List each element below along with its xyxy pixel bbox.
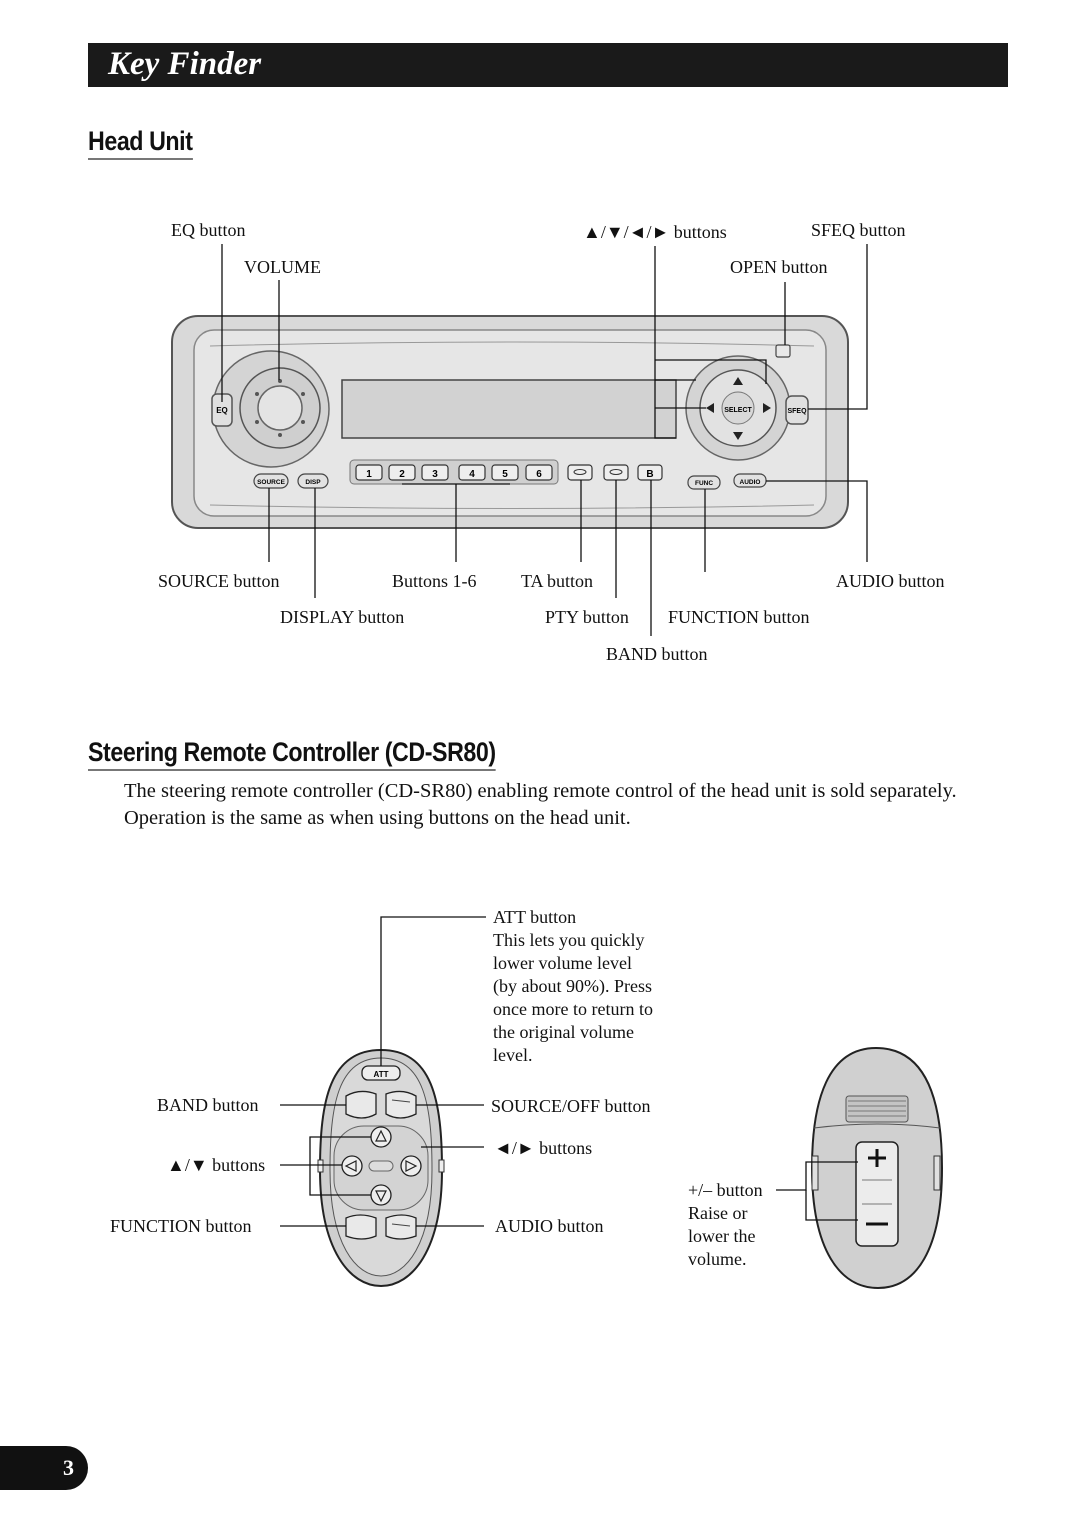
remote-up-arrow-icon [375, 1129, 387, 1142]
function-button-label: FUNCTION button [668, 607, 810, 627]
ta-button-label: TA button [521, 571, 594, 591]
remote-body [318, 1048, 444, 1288]
audio-button-text: AUDIO [740, 479, 761, 486]
head-unit-faceplate [193, 329, 827, 517]
eq-button-label: EQ button [171, 220, 246, 240]
page-number-tab: 3 [0, 1446, 88, 1490]
remote-audio-button [385, 1214, 417, 1240]
preset-4-text: 4 [469, 469, 475, 480]
steering-remote-description: The steering remote controller (CD-SR80)… [124, 780, 957, 829]
func-button-text: FUNC [695, 480, 713, 487]
remote-leftright-label: ◄/► buttons [494, 1138, 593, 1158]
select-joystick [699, 369, 777, 447]
band-button-text: B [646, 469, 653, 480]
source-button [253, 473, 289, 489]
select-text: SELECT [724, 407, 752, 414]
remote-function-label: FUNCTION button [110, 1216, 252, 1236]
remote-updown-label: ▲/▼ buttons [167, 1155, 266, 1175]
disp-button [297, 473, 329, 489]
volume-knob-ring [212, 350, 330, 468]
sfeq-button-text: SFEQ [787, 408, 807, 415]
arrow-buttons-label: ▲/▼/◄/► buttons [583, 222, 727, 242]
band-button-label: BAND button [606, 644, 708, 664]
att-button [361, 1065, 401, 1081]
eq-button [211, 393, 233, 427]
att-button-text: ATT [374, 1070, 389, 1079]
remote-left-button [341, 1155, 363, 1177]
remote-band-button [345, 1090, 377, 1119]
display-button-label: DISPLAY button [280, 607, 405, 627]
pty-button [603, 464, 629, 481]
remote-up-button [370, 1126, 392, 1148]
att-desc-line-1: This lets you quickly [493, 930, 645, 950]
open-button-label: OPEN button [730, 257, 828, 277]
head-unit-heading: Head Unit [88, 126, 193, 160]
remote-source-off-label: SOURCE/OFF button [491, 1096, 651, 1116]
up-arrow-icon [733, 377, 743, 385]
audio-button [733, 473, 767, 488]
band-button [637, 464, 663, 481]
page-title-bar: Key Finder [88, 43, 1008, 87]
down-arrow-icon [733, 432, 743, 440]
att-desc-line-4: once more to return to [493, 999, 653, 1019]
remote-band-button-label: BAND button [157, 1095, 259, 1115]
preset-buttons: 1 2 3 4 5 6 [355, 464, 553, 481]
remote-plus-minus-button [855, 1141, 899, 1247]
remote-down-arrow-icon [375, 1190, 387, 1203]
func-button [687, 475, 721, 490]
buttons-1-6-label: Buttons 1-6 [392, 571, 477, 591]
sfeq-button-label: SFEQ button [811, 220, 906, 240]
volume-label: VOLUME [244, 257, 321, 277]
att-desc-line-2: lower volume level [493, 953, 632, 973]
att-button-label: ATT button [493, 907, 577, 927]
plus-minus-desc-1: Raise or [688, 1203, 748, 1223]
volume-knob [257, 385, 303, 431]
remote-audio-label: AUDIO button [495, 1216, 604, 1236]
preset-1-text: 1 [366, 469, 372, 480]
att-desc-line-6: level. [493, 1045, 533, 1065]
pty-button-label: PTY button [545, 607, 629, 627]
page-number: 3 [63, 1455, 74, 1480]
remote-function-button [345, 1214, 377, 1240]
att-desc-line-3: (by about 90%). Press [493, 976, 652, 996]
preset-2-text: 2 [399, 469, 405, 480]
right-arrow-icon [763, 403, 771, 413]
open-button [775, 344, 791, 358]
plus-minus-desc-3: volume. [688, 1249, 747, 1269]
preset-3-text: 3 [432, 469, 438, 480]
left-arrow-icon [706, 403, 714, 413]
sfeq-button [785, 395, 809, 425]
remote-side-grip [845, 1095, 909, 1123]
remote-down-button [370, 1184, 392, 1206]
remote-right-button [400, 1155, 422, 1177]
source-button-label: SOURCE button [158, 571, 280, 591]
plus-minus-desc-2: lower the [688, 1226, 756, 1246]
remote-right-arrow-icon [405, 1160, 418, 1172]
audio-button-label: AUDIO button [836, 571, 945, 591]
ta-button [567, 464, 593, 481]
disp-button-text: DISP [305, 479, 321, 486]
joystick-ring [685, 355, 791, 461]
plus-icon [868, 1149, 886, 1167]
preset-5-text: 5 [502, 469, 508, 480]
head-unit-display [341, 379, 677, 439]
plus-minus-label: +/– button [688, 1180, 763, 1200]
source-button-text: SOURCE [257, 479, 285, 486]
preset-6-text: 6 [536, 469, 542, 480]
eq-button-text: EQ [216, 406, 228, 415]
steering-remote-heading: Steering Remote Controller (CD-SR80) [88, 737, 496, 771]
remote-source-off-button [385, 1090, 417, 1119]
att-desc-line-5: the original volume [493, 1022, 634, 1042]
remote-side-body [810, 1046, 944, 1290]
head-unit-body [171, 315, 849, 529]
remote-left-arrow-icon [344, 1160, 357, 1172]
page-title: Key Finder [108, 46, 262, 82]
